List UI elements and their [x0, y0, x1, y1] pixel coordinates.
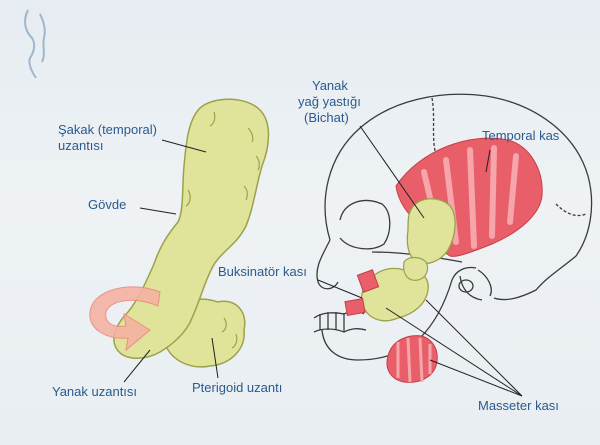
- temporal-extension-label-line2: uzantısı: [58, 138, 104, 153]
- buccinator-muscle-label: Buksinatör kası: [218, 264, 307, 279]
- buccal-fat-pad-label-line3: (Bichat): [304, 110, 349, 125]
- skull-fat-pad: [360, 198, 456, 322]
- masseter-muscle-label: Masseter kası: [478, 398, 559, 413]
- skull-illustration: [313, 93, 593, 361]
- left-leader-lines: [123, 139, 219, 383]
- buccinator-muscle: [344, 269, 380, 317]
- temporal-extension-label-line1: Şakak (temporal): [58, 122, 157, 137]
- face-profile-logo-icon: [24, 9, 46, 79]
- pterygoid-extension-label: Pterigoid uzantı: [192, 380, 283, 395]
- body-label: Gövde: [88, 197, 127, 212]
- buccal-fat-pad-label-line1: Yanak: [312, 78, 348, 93]
- masseter-muscle: [386, 335, 438, 383]
- wrap-arrow: [89, 286, 161, 352]
- fat-pad-illustration: [89, 98, 270, 368]
- temporal-muscle-label: Temporal kas: [482, 128, 560, 143]
- buccal-extension-label: Yanak uzantısı: [52, 384, 138, 399]
- right-leader-lines: [317, 125, 523, 397]
- buccal-fat-pad-label-line2: yağ yastığı: [298, 94, 361, 109]
